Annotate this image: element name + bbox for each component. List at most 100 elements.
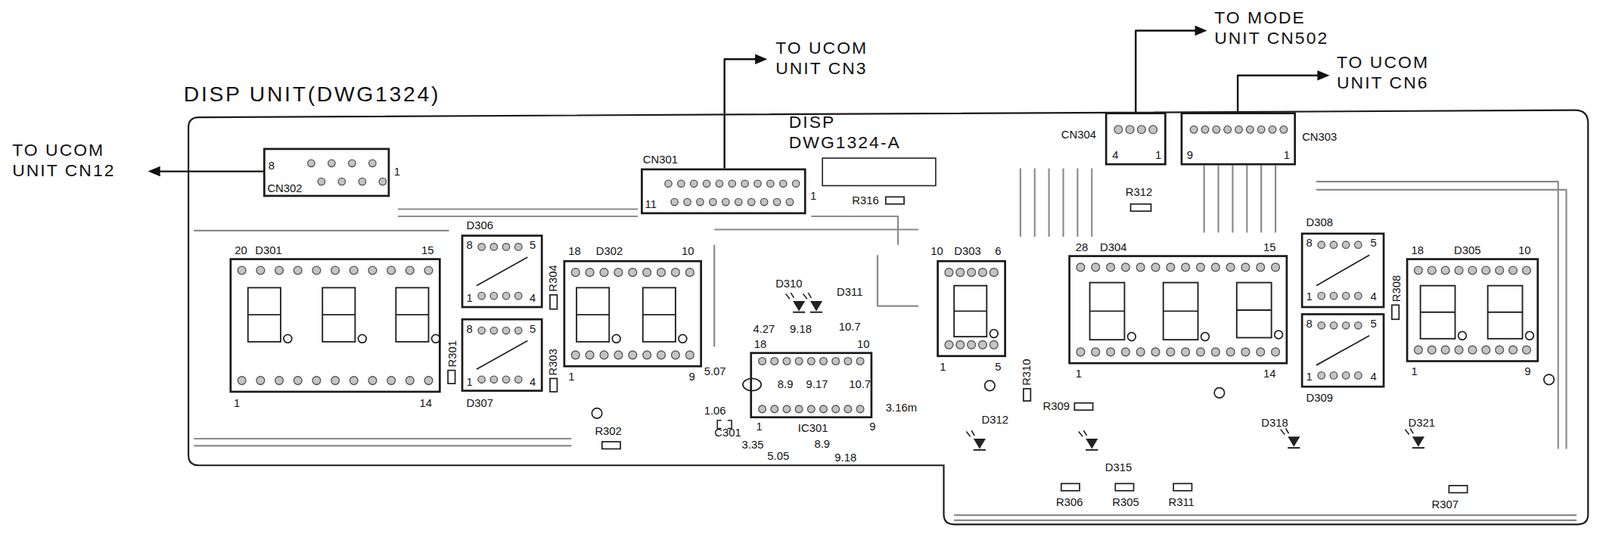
segment-line bbox=[643, 313, 676, 316]
solder-pad bbox=[1342, 372, 1349, 380]
seven-segment-digit bbox=[322, 287, 355, 342]
voltage-value: 5.07 bbox=[704, 365, 727, 380]
solder-pad bbox=[424, 266, 433, 275]
resistor-ref: R307 bbox=[1431, 497, 1458, 512]
solder-pad bbox=[1136, 347, 1145, 357]
solder-pad bbox=[478, 375, 485, 383]
solder-pad bbox=[820, 405, 828, 414]
solder-pad bbox=[1481, 266, 1491, 275]
destination-note: TO UCOM UNIT CN6 bbox=[1336, 52, 1465, 94]
solder-pad bbox=[1441, 345, 1450, 355]
part-name: CN303 bbox=[1301, 130, 1337, 145]
solder-pad bbox=[956, 341, 965, 350]
light-ray bbox=[1404, 429, 1409, 435]
solder-pad bbox=[758, 357, 767, 366]
resistor-symbol bbox=[549, 378, 557, 392]
board-title: DISP UNIT(DWG1324) bbox=[183, 81, 441, 106]
solder-pad bbox=[1106, 347, 1116, 357]
solder-pad bbox=[1271, 347, 1280, 357]
copper-trace bbox=[714, 228, 919, 230]
seven-segment-digit bbox=[1163, 282, 1199, 341]
resistor-symbol bbox=[1061, 483, 1080, 491]
light-ray bbox=[971, 430, 975, 436]
pin-number: 1 bbox=[1410, 365, 1417, 380]
copper-trace bbox=[1203, 165, 1206, 234]
pin-number: 11 bbox=[644, 198, 656, 212]
solder-pad bbox=[685, 268, 694, 277]
pin-number: 9 bbox=[1524, 365, 1531, 380]
solder-pad bbox=[1235, 125, 1243, 134]
solder-pad bbox=[773, 198, 780, 206]
pin-number: 1 bbox=[568, 370, 575, 385]
solder-pad bbox=[293, 376, 302, 386]
solder-pad bbox=[1329, 241, 1337, 249]
pin-number: 1 bbox=[466, 375, 473, 389]
solder-pad bbox=[1241, 347, 1250, 357]
solder-pad bbox=[1196, 263, 1206, 272]
board-edge bbox=[188, 110, 1588, 526]
led-bar: D3098514 bbox=[1301, 313, 1386, 388]
solder-pad bbox=[767, 180, 774, 187]
solder-pad bbox=[856, 357, 864, 366]
pin-number: 5 bbox=[994, 360, 1001, 374]
solder-pad bbox=[1181, 347, 1190, 357]
resistor-ref: R305 bbox=[1112, 496, 1139, 510]
arrow-head bbox=[148, 166, 161, 177]
solder-pad bbox=[1441, 266, 1450, 275]
solder-pad bbox=[671, 198, 678, 206]
solder-pad bbox=[585, 268, 594, 277]
seven-segment-digit bbox=[1488, 285, 1523, 339]
pin-number: 4 bbox=[1370, 370, 1377, 385]
solder-pad bbox=[770, 405, 779, 414]
copper-trace bbox=[1245, 165, 1248, 234]
pin-number: 18 bbox=[754, 337, 768, 352]
part-name: D303 bbox=[953, 245, 981, 259]
copper-trace bbox=[397, 215, 638, 218]
led-bar-line bbox=[810, 311, 823, 314]
solder-pad bbox=[1137, 125, 1147, 134]
solder-pad bbox=[571, 268, 580, 277]
solder-pad bbox=[807, 357, 815, 366]
solder-pad bbox=[1076, 347, 1085, 357]
solder-pad bbox=[405, 376, 414, 386]
solder-pad bbox=[747, 198, 755, 206]
solder-pad bbox=[1454, 266, 1464, 275]
solder-pad bbox=[728, 180, 736, 187]
solder-pad bbox=[1280, 125, 1288, 134]
pin-number: 10 bbox=[857, 337, 870, 352]
solder-pad bbox=[715, 180, 723, 187]
decimal-point bbox=[678, 334, 687, 343]
pin-number: 8 bbox=[268, 158, 275, 173]
part-name: IC301 bbox=[798, 421, 829, 435]
solder-pad bbox=[514, 375, 522, 383]
pin-number: 5 bbox=[529, 239, 536, 253]
resistor-symbol bbox=[1074, 403, 1093, 411]
pin-number: 1 bbox=[466, 292, 473, 306]
solder-pad bbox=[792, 180, 799, 187]
decimal-point bbox=[612, 334, 621, 343]
copper-trace bbox=[397, 208, 638, 210]
pin-number: 20 bbox=[234, 243, 248, 258]
solder-pad bbox=[689, 180, 697, 187]
solder-pad bbox=[709, 198, 717, 206]
solder-pad bbox=[599, 268, 609, 277]
segment-line bbox=[1163, 310, 1199, 312]
solder-pad bbox=[317, 177, 325, 185]
solder-pad bbox=[1245, 125, 1254, 134]
solder-pad bbox=[832, 357, 840, 366]
solder-pad bbox=[293, 266, 302, 275]
resistor-symbol bbox=[1130, 204, 1152, 212]
solder-pad bbox=[832, 405, 840, 414]
solder-pad bbox=[956, 268, 965, 277]
pin-number: 4 bbox=[1370, 289, 1377, 304]
solder-pad bbox=[1121, 263, 1130, 272]
solder-pad bbox=[1329, 372, 1337, 380]
solder-pad bbox=[1342, 241, 1349, 249]
solder-pad bbox=[1354, 241, 1362, 249]
solder-pad bbox=[671, 268, 681, 277]
pin-number: 18 bbox=[1410, 243, 1424, 258]
solder-pad bbox=[1468, 266, 1477, 275]
solder-pad bbox=[664, 180, 672, 187]
resistor-ref: R303 bbox=[546, 348, 561, 376]
light-ray bbox=[1286, 428, 1290, 435]
